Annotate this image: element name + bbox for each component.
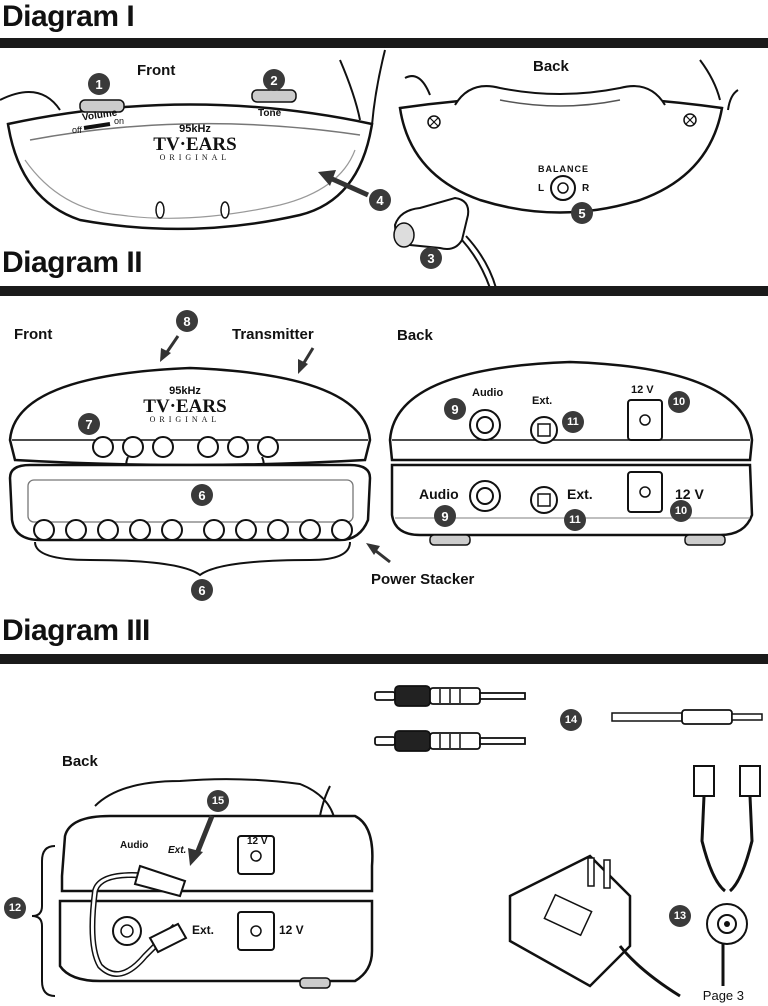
power-jack-label: 12 V	[247, 836, 268, 847]
callout-13: 13	[669, 905, 691, 927]
callout-14: 14	[560, 709, 582, 731]
tv-ears-logo: 95kHz TV·EARS ORIGINAL	[140, 386, 230, 424]
section-divider	[0, 286, 768, 296]
brand-name: TV·EARS	[143, 396, 227, 417]
ext-jack-label: Ext.	[168, 845, 187, 856]
callout-7: 7	[78, 413, 100, 435]
callout-15: 15	[207, 790, 229, 812]
volume-on-label: on	[114, 116, 125, 126]
brand-name: TV·EARS	[153, 134, 237, 155]
ext-jack-label: Ext.	[532, 395, 553, 407]
power-jack-label: 12 V	[279, 923, 304, 937]
front-label: Front	[14, 326, 53, 343]
balance-left-label: L	[538, 183, 545, 194]
callout-3: 3	[420, 247, 442, 269]
volume-off-label: off	[72, 125, 82, 135]
page-number: Page 3	[702, 988, 744, 1003]
back-label: Back	[397, 327, 433, 344]
ext-jack-label: Ext.	[192, 923, 215, 937]
tone-label: Tone	[258, 108, 282, 119]
back-label: Back	[533, 58, 569, 75]
brand-khz: 95kHz	[169, 385, 201, 397]
ext-jack-label: Ext.	[567, 486, 593, 502]
callout-11: 11	[564, 509, 586, 531]
audio-jack-label: Audio	[419, 486, 459, 502]
audio-jack-label: Audio	[472, 387, 504, 399]
callout-1: 1	[88, 73, 110, 95]
transmitter-label: Transmitter	[232, 326, 314, 343]
balance-label: BALANCE	[538, 164, 589, 174]
front-label: Front	[137, 62, 176, 79]
callout-11: 11	[562, 411, 584, 433]
callout-9: 9	[444, 398, 466, 420]
brand-khz: 95kHz	[179, 123, 211, 135]
callout-6: 6	[191, 484, 213, 506]
back-label: Back	[62, 753, 98, 770]
section-divider	[0, 654, 768, 664]
section-divider	[0, 38, 768, 48]
brand-sub: ORIGINAL	[149, 415, 221, 424]
callout-6: 6	[191, 579, 213, 601]
headset-receiver-illustration	[0, 49, 739, 289]
callout-12: 12	[4, 897, 26, 919]
callout-10: 10	[670, 500, 692, 522]
diagram-1-title: Diagram I	[2, 0, 135, 33]
balance-right-label: R	[582, 183, 590, 194]
callout-4: 4	[369, 189, 391, 211]
power-jack-label: 12 V	[675, 486, 704, 502]
diagram-2-title: Diagram II	[2, 246, 143, 279]
callout-2: 2	[263, 69, 285, 91]
power-stacker-label: Power Stacker	[371, 571, 475, 588]
tv-ears-logo: 95kHz TV·EARS ORIGINAL	[150, 124, 240, 162]
callout-5: 5	[571, 202, 593, 224]
callout-9: 9	[434, 505, 456, 527]
callout-10: 10	[668, 391, 690, 413]
audio-jack-label: Audio	[120, 840, 149, 851]
callout-8: 8	[176, 310, 198, 332]
connection-illustration	[31, 685, 763, 998]
brand-sub: ORIGINAL	[159, 153, 231, 162]
power-jack-label: 12 V	[631, 384, 654, 396]
diagram-3-title: Diagram III	[2, 614, 150, 647]
